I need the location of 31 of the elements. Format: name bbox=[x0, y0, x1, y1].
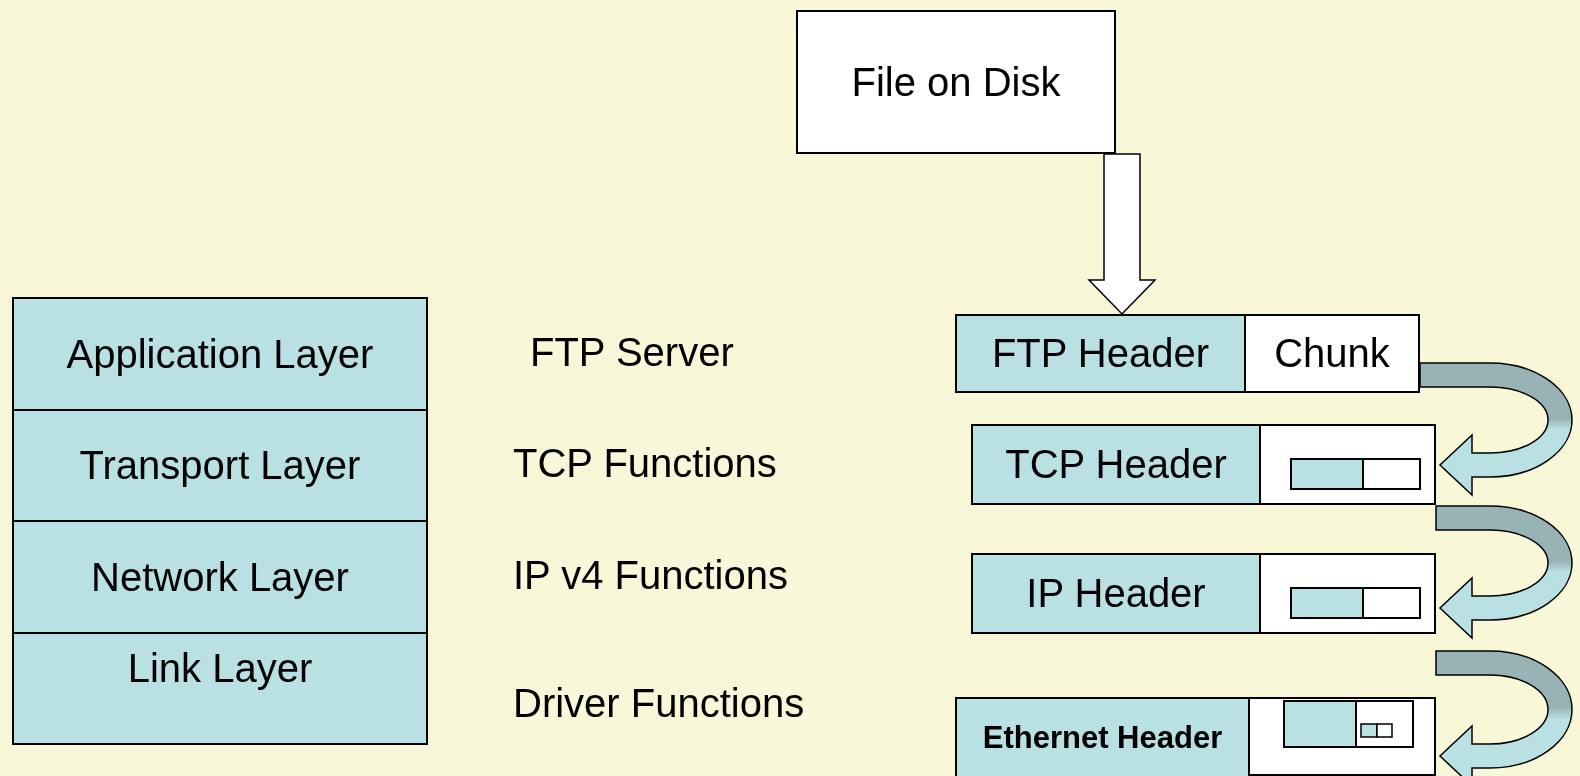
function-label: IP v4 Functions bbox=[513, 552, 788, 598]
node-label: Link Layer bbox=[127, 646, 313, 691]
packet-box bbox=[955, 697, 1436, 776]
block-arrow bbox=[1419, 362, 1573, 496]
packet-box bbox=[971, 553, 1436, 634]
node-label: Ethernet Header bbox=[982, 719, 1223, 756]
node-label: File on Disk bbox=[851, 59, 1061, 105]
block-arrow bbox=[1087, 153, 1157, 316]
node-label: TCP Header bbox=[1005, 442, 1227, 487]
function-label: FTP Server bbox=[530, 329, 734, 375]
layer-cell bbox=[12, 409, 428, 522]
node-label: FTP Header bbox=[991, 331, 1210, 376]
layer-cell bbox=[12, 520, 428, 634]
header-field bbox=[957, 699, 1250, 776]
header-field bbox=[973, 555, 1261, 632]
layer-cell bbox=[12, 297, 428, 411]
file-box bbox=[796, 10, 1116, 154]
function-label: Driver Functions bbox=[513, 680, 805, 726]
block-arrow bbox=[1435, 650, 1573, 776]
header-field bbox=[957, 316, 1246, 391]
node-label: Transport Layer bbox=[79, 443, 361, 488]
packet-box bbox=[971, 424, 1436, 505]
function-label: TCP Functions bbox=[513, 440, 777, 486]
packet-box bbox=[955, 314, 1420, 393]
node-label: Application Layer bbox=[66, 331, 374, 377]
layer-cell bbox=[12, 632, 428, 745]
node-label: IP Header bbox=[1026, 571, 1206, 616]
block-arrow bbox=[1435, 505, 1573, 639]
header-field bbox=[973, 426, 1261, 503]
node-label: Chunk bbox=[1274, 331, 1390, 376]
node-label: Network Layer bbox=[91, 554, 349, 600]
